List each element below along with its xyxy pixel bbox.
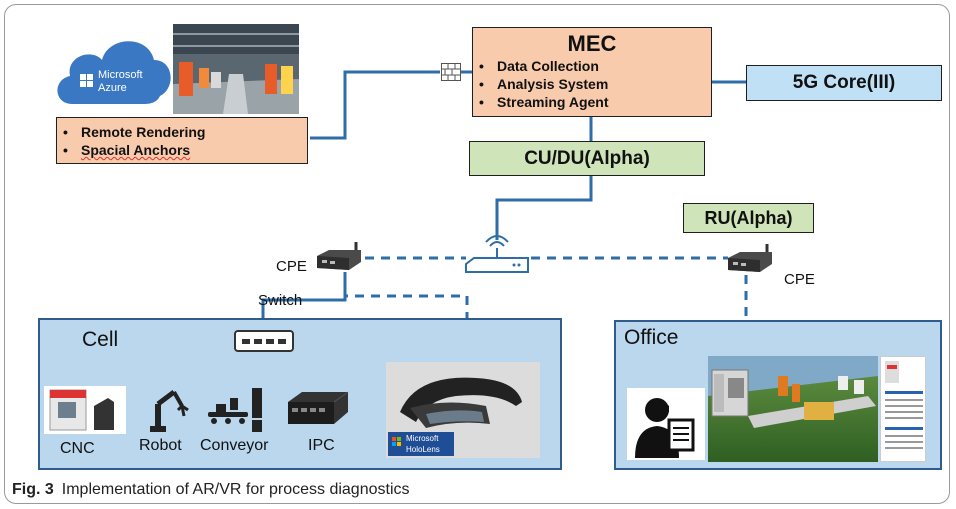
mec-box: MEC Data Collection Analysis System Stre…: [472, 27, 712, 117]
cell-title: Cell: [82, 328, 119, 351]
info-panel-image: [880, 356, 926, 462]
hololens-badge: Microsoft HoloLens: [388, 432, 454, 456]
mec-item: Streaming Agent: [477, 93, 711, 111]
conveyor-label: Conveyor: [200, 437, 269, 454]
microsoft-logo-icon: [392, 437, 402, 447]
robot-icon: [144, 386, 194, 434]
cudu-label: CU/DU(Alpha): [524, 148, 650, 169]
office-title: Office: [624, 326, 679, 349]
firewall-icon: [441, 63, 461, 81]
digital-twin-image: [708, 356, 878, 462]
azure-service-item: Spacial Anchors: [61, 141, 307, 159]
hololens-badge-line2: HoloLens: [406, 445, 440, 454]
mec-item: Analysis System: [477, 75, 711, 93]
person-with-clipboard-icon: [627, 388, 705, 460]
mec-item: Data Collection: [477, 57, 711, 75]
hololens-badge-line1: Microsoft: [406, 434, 439, 443]
switch-icon: [234, 330, 294, 352]
5g-core-box: 5G Core(III): [746, 65, 942, 101]
conveyor-icon: [206, 386, 266, 434]
cpe-right-label: CPE: [784, 271, 815, 288]
cnc-label: CNC: [60, 440, 95, 457]
cloud-icon: [57, 41, 171, 104]
figure-frame: [4, 4, 950, 504]
cpe-left-label: CPE: [276, 258, 307, 275]
azure-mec-link: [310, 70, 440, 140]
switch-label: Switch: [258, 292, 303, 309]
hololens-image: Microsoft HoloLens: [386, 362, 540, 458]
mec-title: MEC: [567, 31, 617, 56]
cpe-switch-link: [261, 272, 347, 330]
caption-text: Implementation of AR/VR for process diag…: [61, 481, 410, 498]
factory-image: [173, 24, 299, 114]
ru-box: RU(Alpha): [683, 203, 814, 233]
azure-logo-line1: Microsoft: [98, 69, 143, 81]
ipc-icon: [286, 388, 350, 428]
azure-logo-line2: Azure: [98, 82, 127, 94]
ru-label: RU(Alpha): [704, 208, 793, 228]
cudu-router-link: [495, 176, 593, 240]
azure-service-item: Remote Rendering: [61, 123, 307, 141]
cudu-box: CU/DU(Alpha): [469, 141, 705, 176]
5g-core-label: 5G Core(III): [792, 72, 896, 93]
azure-cloud: Microsoft Azure: [52, 26, 174, 112]
cpe-device-left-icon: [315, 240, 365, 272]
figure-caption: Fig. 3 Implementation of AR/VR for proces…: [12, 481, 410, 499]
robot-label: Robot: [139, 437, 182, 454]
cpe-device-right-icon: [726, 242, 776, 274]
cnc-image: [44, 386, 126, 434]
caption-label: Fig. 3: [12, 481, 54, 498]
azure-services-box: Remote Rendering Spacial Anchors: [56, 117, 308, 164]
ipc-label: IPC: [308, 437, 335, 454]
router-icon: [462, 232, 532, 278]
